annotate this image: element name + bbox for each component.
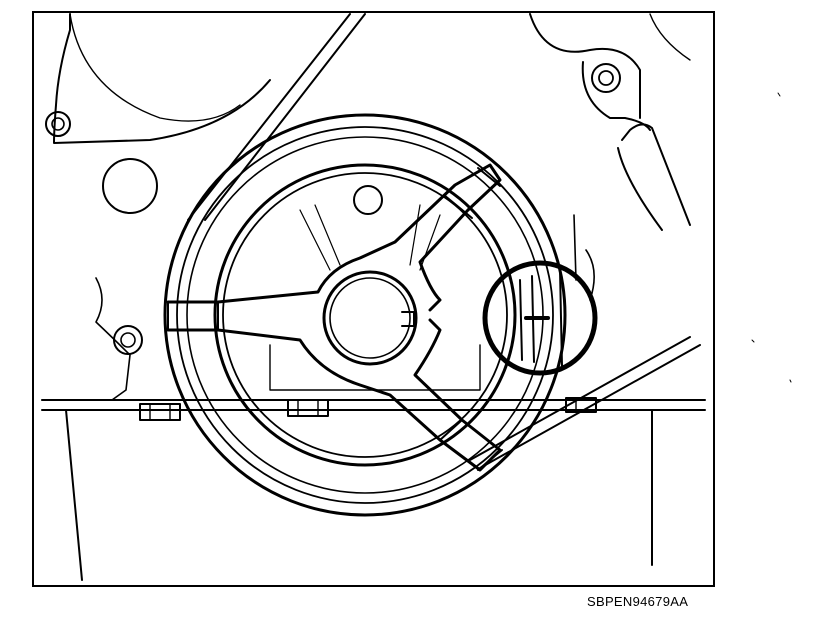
timing-mark-highlight-icon [482, 260, 598, 376]
pan-bolt [565, 397, 597, 413]
pan-bolt [139, 403, 181, 421]
crankshaft-pulley-icon [163, 113, 567, 517]
figure-reference-code: SBPEN94679AA [587, 594, 689, 609]
pan-bolt [287, 399, 329, 417]
crank-sprocket [269, 185, 481, 391]
pulley-holder-tool-icon [166, 163, 503, 472]
figure-frame [32, 11, 715, 587]
